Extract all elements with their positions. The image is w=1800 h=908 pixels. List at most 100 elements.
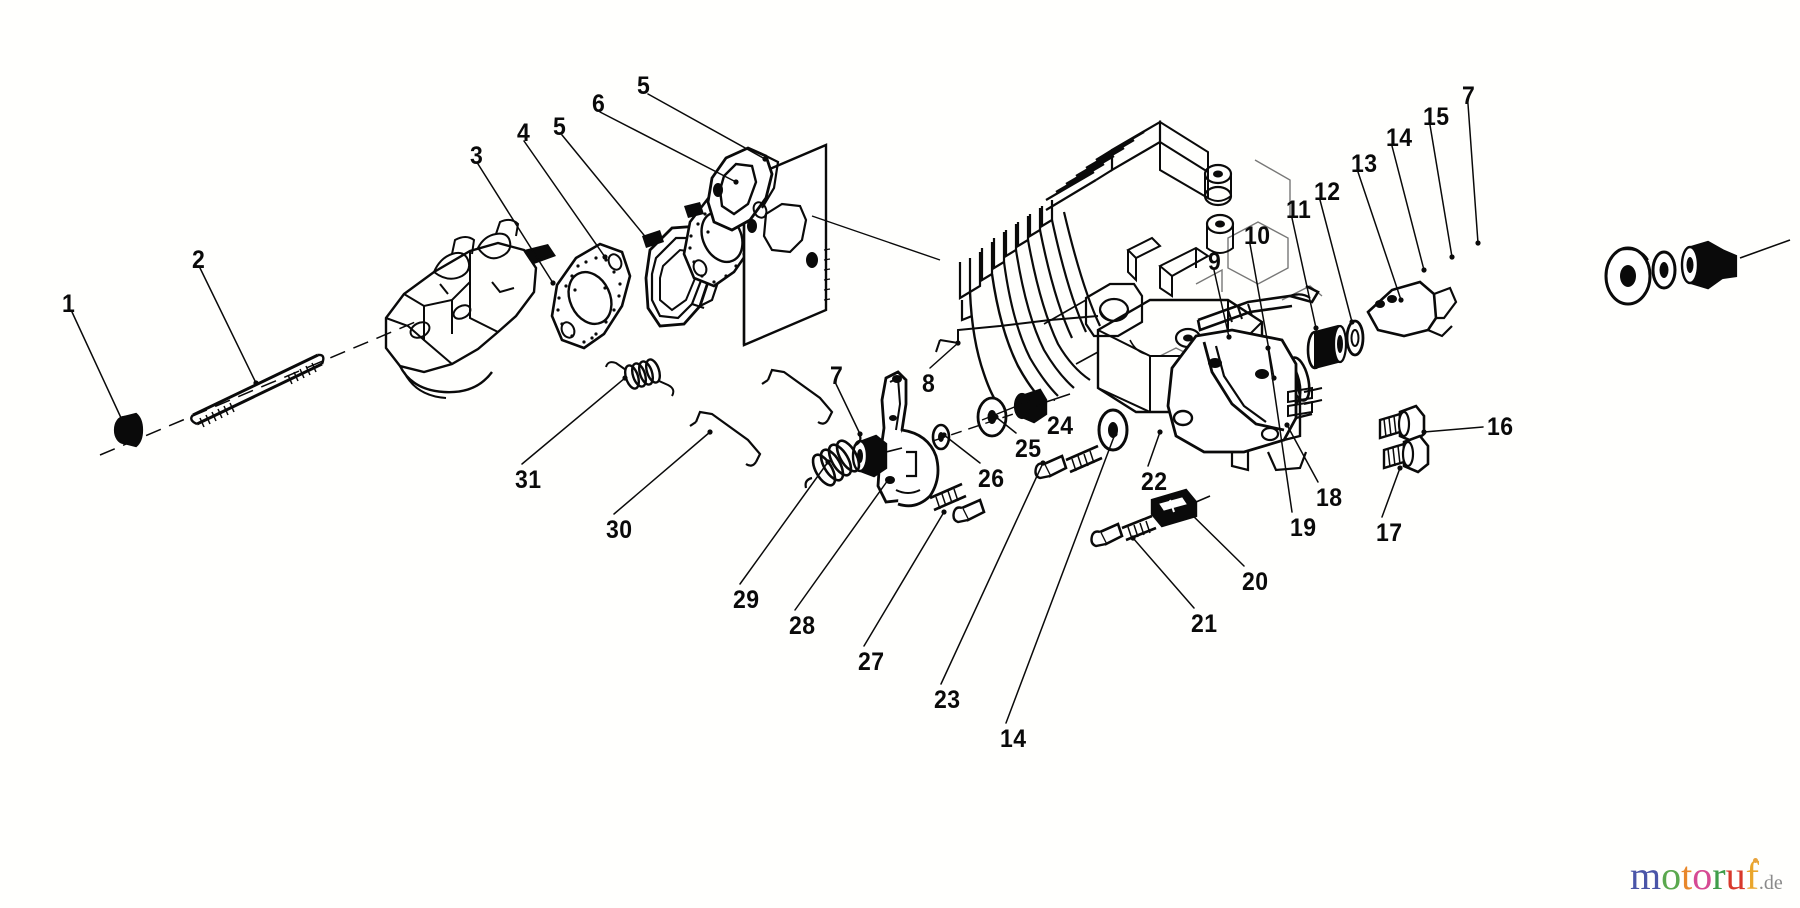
- leader-line-15: [1429, 124, 1453, 258]
- callout-number-10: 10: [1244, 222, 1271, 250]
- leader-line-14: [1391, 145, 1425, 271]
- leader-line-21: [1132, 537, 1195, 609]
- callout-number-27: 27: [858, 648, 885, 676]
- part-5-gasket-b: [706, 146, 780, 232]
- callout-number-6: 6: [592, 90, 606, 118]
- leader-terminator-1: [119, 417, 125, 423]
- leader-terminator-24: [1027, 395, 1033, 401]
- leader-terminator-18: [1284, 422, 1290, 428]
- leader-terminator-20: [1182, 505, 1188, 511]
- callout-number-14: 14: [1000, 725, 1027, 753]
- callout-number-22: 22: [1141, 468, 1168, 496]
- leader-terminator-27: [941, 509, 947, 515]
- leader-terminator-26: [941, 432, 947, 438]
- leader-line-23: [940, 462, 1044, 685]
- leader-line-18: [1286, 424, 1319, 483]
- part-11-spacer: [1306, 324, 1348, 370]
- leader-terminator-31: [622, 375, 628, 381]
- leader-line-4: [523, 140, 606, 258]
- watermark-letter: u: [1725, 853, 1746, 898]
- part-23-washer: [1097, 408, 1129, 452]
- leader-terminator-7: [1475, 240, 1481, 246]
- part-24-bushing: [1013, 388, 1071, 424]
- leader-terminator-14: [1112, 431, 1118, 437]
- callout-number-3: 3: [470, 142, 484, 170]
- leader-line-1: [71, 311, 123, 421]
- part-carburetor-body: [384, 218, 556, 399]
- leader-line-27: [863, 511, 945, 647]
- callout-number-11: 11: [1286, 196, 1312, 224]
- leader-terminator-11: [1313, 325, 1319, 331]
- part-group-carburetor: [384, 218, 556, 399]
- callout-number-28: 28: [789, 612, 816, 640]
- callout-number-1: 1: [62, 290, 76, 318]
- part-17-bolt: [1382, 434, 1430, 474]
- part-30-wire-link: [689, 410, 762, 467]
- leader-line-17: [1381, 467, 1401, 518]
- callout-number-5: 5: [553, 113, 567, 141]
- part-7-nut-right: [1680, 239, 1791, 290]
- callout-number-9: 9: [1208, 248, 1222, 276]
- part-bolt-through-washer: [1034, 444, 1103, 480]
- part-25-washer: [976, 396, 1008, 438]
- leader-line-19: [1267, 347, 1293, 513]
- leader-line-24: [1029, 397, 1045, 411]
- part-15-washer: [1651, 250, 1677, 290]
- leader-line-11: [1291, 217, 1317, 329]
- leader-terminator-29: [825, 459, 831, 465]
- leader-terminator-3: [550, 280, 556, 286]
- watermark-letter: m: [1630, 853, 1662, 898]
- part-upper-wire-link: [761, 368, 834, 425]
- part-group-washers-bolts-center: [899, 388, 1129, 480]
- leader-terminator-17: [1397, 465, 1403, 471]
- leader-terminator-22: [1157, 429, 1163, 435]
- leader-terminator-19: [1265, 345, 1271, 351]
- leader-line-22: [1147, 431, 1161, 467]
- leader-line-30: [613, 431, 711, 515]
- leader-line-6: [599, 111, 737, 183]
- leader-terminator-23: [1040, 460, 1046, 466]
- leader-line-3: [477, 163, 554, 284]
- callout-number-7: 7: [830, 362, 844, 390]
- part-21-bolt: [1090, 514, 1157, 548]
- leader-terminator-21: [1130, 535, 1136, 541]
- engine-head-bosses: [1159, 120, 1235, 254]
- watermark-letter: t: [1681, 853, 1693, 898]
- leader-line-8: [929, 342, 959, 369]
- leader-terminator-5: [762, 156, 768, 162]
- leader-line-5: [561, 134, 649, 241]
- leader-terminator-4: [602, 254, 608, 260]
- leader-terminator-30: [707, 429, 713, 435]
- callout-number-21: 21: [1191, 610, 1218, 638]
- leader-line-29: [739, 461, 829, 585]
- motoruf-watermark: motoruf.de: [1630, 856, 1783, 896]
- part-14-governor-disc: [1604, 246, 1652, 306]
- part-group-bolts-right: [1378, 404, 1430, 474]
- part-12-washer: [1345, 319, 1365, 357]
- leader-line-2: [199, 267, 257, 384]
- callout-number-25: 25: [1015, 435, 1042, 463]
- leader-terminator-8: [955, 340, 961, 346]
- callout-number-17: 17: [1376, 519, 1403, 547]
- callout-leader-lines: [71, 93, 1484, 724]
- part-31-spring: [605, 358, 675, 397]
- watermark-letter: r: [1712, 853, 1726, 898]
- leader-line-14: [1005, 433, 1116, 724]
- leader-line-28: [794, 479, 889, 611]
- watermark-letter: o: [1661, 853, 1682, 898]
- callout-number-29: 29: [733, 586, 760, 614]
- leader-terminator-5: [645, 237, 651, 243]
- leader-terminator-12: [1349, 319, 1355, 325]
- watermark-suffix: .de: [1758, 872, 1783, 894]
- part-group-throttle-lever: [804, 370, 986, 524]
- watermark-letter: f: [1745, 853, 1759, 898]
- callout-number-23: 23: [934, 686, 961, 714]
- leader-terminator-15: [1449, 254, 1455, 260]
- part-13-governor-lever: [1366, 280, 1458, 338]
- callout-number-7: 7: [1462, 82, 1476, 110]
- part-1-cap: [113, 412, 144, 448]
- part-3-gasket: [550, 242, 632, 350]
- callout-number-26: 26: [978, 465, 1005, 493]
- callout-number-16: 16: [1487, 413, 1514, 441]
- callout-number-19: 19: [1290, 514, 1317, 542]
